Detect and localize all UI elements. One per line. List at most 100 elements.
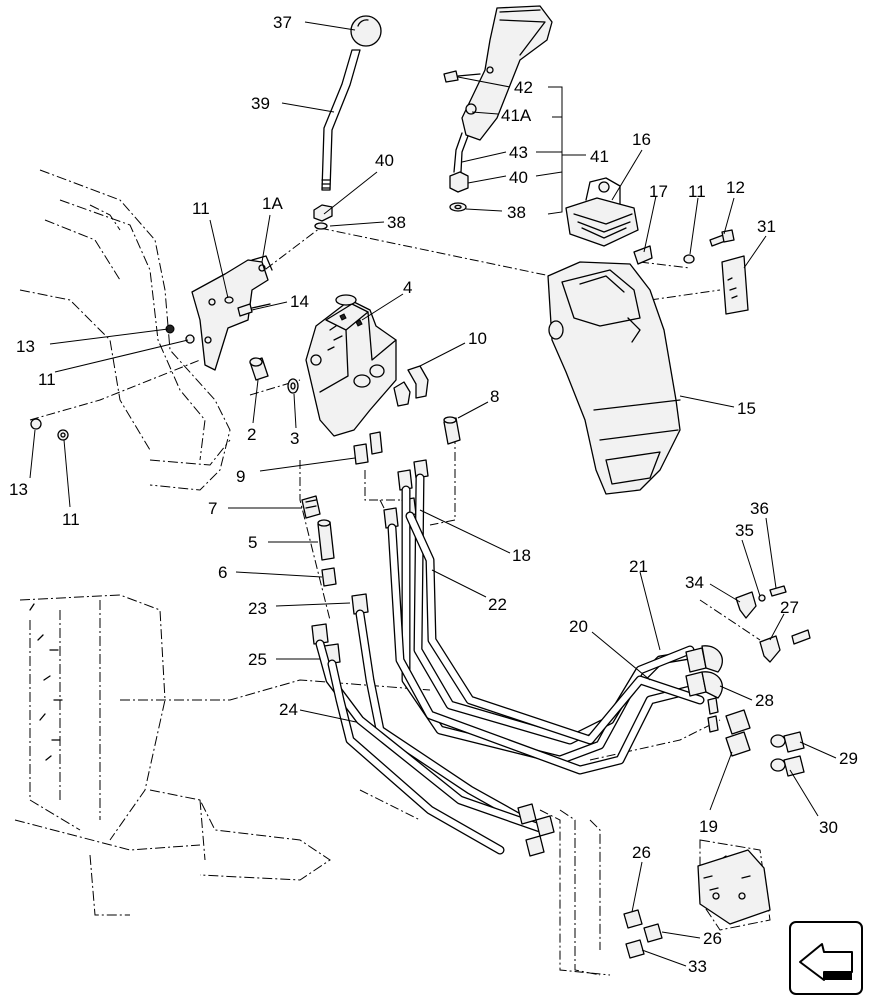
callout-41A: 41A	[501, 106, 532, 125]
elbow-fitting-10	[393, 365, 429, 407]
callout-31: 31	[757, 217, 776, 236]
callout-11: 11	[62, 510, 80, 529]
joystick-shaft-43	[453, 132, 469, 173]
callout-4: 4	[403, 278, 412, 297]
callout-19: 19	[699, 817, 718, 836]
callout-40: 40	[509, 168, 528, 187]
ghost-tractor-frame-upper	[19, 169, 231, 491]
callout-24: 24	[279, 700, 298, 719]
callout-5: 5	[248, 533, 257, 552]
bolt-12	[709, 229, 735, 247]
callout-9: 9	[236, 467, 245, 486]
callout-30: 30	[819, 818, 838, 837]
fitting-26-b	[643, 923, 663, 943]
fitting-6	[321, 567, 337, 587]
lever-washer-38	[314, 222, 328, 230]
dust-cap-30	[770, 755, 805, 777]
callout-37: 37	[273, 13, 292, 32]
callout-38: 38	[387, 213, 406, 232]
decal-31	[721, 255, 749, 315]
rubber-boot-16	[565, 177, 639, 247]
callout-42: 42	[514, 78, 533, 97]
clamp-27	[759, 635, 781, 663]
callout-7: 7	[208, 499, 217, 518]
callout-27: 27	[780, 598, 799, 617]
spacer-2	[249, 357, 269, 381]
joystick-nut-40	[449, 171, 469, 193]
callout-41: 41	[590, 147, 609, 166]
callout-39: 39	[251, 94, 270, 113]
callout-21: 21	[629, 557, 648, 576]
washer-11-bracket	[224, 296, 234, 304]
callout-13: 13	[16, 337, 35, 356]
console-cover-15	[547, 261, 681, 495]
couplers-right	[685, 645, 723, 733]
callout-6: 6	[218, 563, 227, 582]
retainer-17	[633, 245, 653, 265]
callout-labels: 37 39 40 38 11 1A 14 13 11 13 11 2 3 4 1…	[9, 13, 858, 976]
clamp-34	[735, 591, 757, 619]
callout-25: 25	[248, 650, 267, 669]
callout-26: 26	[632, 843, 651, 862]
joystick-grip	[461, 5, 553, 141]
quick-coupler-19	[725, 709, 751, 757]
joystick-washer-38	[449, 202, 467, 212]
callout-22: 22	[488, 595, 507, 614]
fitting-9-b	[369, 431, 383, 455]
callout-23: 23	[248, 599, 267, 618]
bolt-27-fastener	[791, 629, 811, 645]
hose-end-fittings	[311, 459, 429, 665]
control-valve-4	[305, 294, 397, 437]
callout-14: 14	[290, 292, 309, 311]
bolt-36	[769, 585, 787, 597]
callout-16: 16	[632, 130, 651, 149]
dust-cap-29	[770, 731, 805, 753]
callout-36: 36	[750, 499, 769, 518]
washer-11-b	[185, 334, 195, 344]
callout-2: 2	[247, 425, 256, 444]
hydraulic-lines	[315, 473, 705, 855]
bolt-14	[237, 303, 271, 317]
fitting-8	[443, 416, 461, 445]
callout-38: 38	[507, 203, 526, 222]
callout-28: 28	[755, 691, 774, 710]
callout-35: 35	[735, 521, 754, 540]
ghost-tractor-frame-lower	[14, 594, 771, 976]
line-end-fittings-lower	[517, 803, 555, 857]
tube-adapter-5	[317, 519, 335, 561]
callout-33: 33	[688, 957, 707, 976]
callout-3: 3	[290, 429, 299, 448]
callout-26: 26	[703, 929, 722, 948]
bolt-35	[758, 594, 766, 602]
washer-3	[287, 378, 299, 394]
lever-knob-ball	[350, 15, 382, 47]
callout-11: 11	[192, 199, 210, 218]
lever-rod	[321, 49, 361, 191]
remote-valve-block	[697, 849, 771, 925]
callout-11: 11	[688, 182, 706, 201]
callout-18: 18	[512, 546, 531, 565]
callout-15: 15	[737, 399, 756, 418]
lever-nut-40	[313, 204, 333, 222]
callout-10: 10	[468, 329, 487, 348]
washer-11-console	[683, 254, 695, 264]
callout-12: 12	[726, 178, 745, 197]
fitting-9-a	[353, 443, 369, 465]
callout-13: 13	[9, 480, 28, 499]
callout-29: 29	[839, 749, 858, 768]
callout-11: 11	[38, 370, 56, 389]
assembly-reference-lines	[29, 227, 761, 976]
joystick-screw-42	[443, 70, 481, 83]
callout-20: 20	[569, 617, 588, 636]
mounting-bracket-1A	[191, 255, 273, 371]
washer-11-c	[57, 429, 69, 441]
view-direction-arrow-icon[interactable]	[789, 921, 863, 995]
callout-8: 8	[490, 387, 499, 406]
fitting-33	[625, 939, 645, 959]
fitting-7	[301, 495, 321, 519]
callout-34: 34	[685, 573, 704, 592]
callout-17: 17	[649, 182, 668, 201]
callout-leaders	[29, 21, 837, 967]
callout-43: 43	[509, 143, 528, 162]
